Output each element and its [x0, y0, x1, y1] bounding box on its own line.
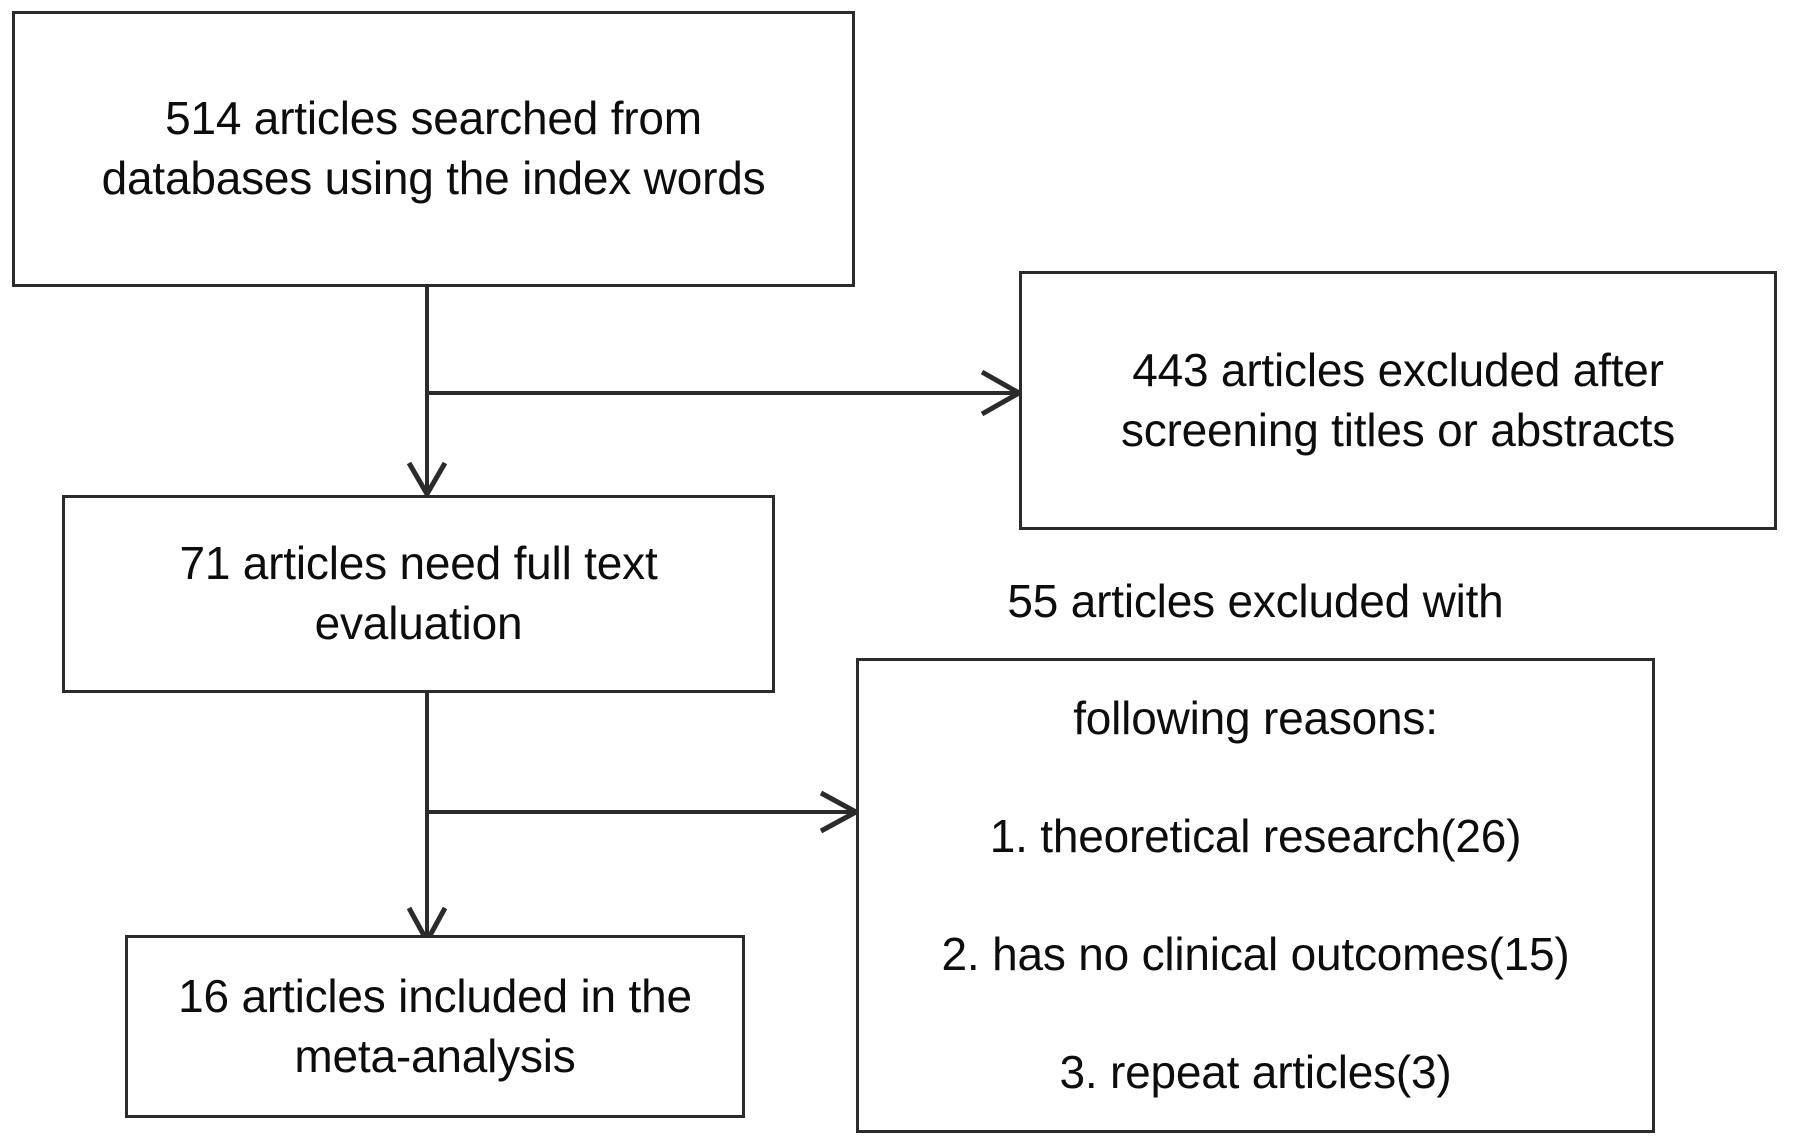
exclusion-reasons-block: 55 articles excluded with following reas… [873, 513, 1638, 1148]
exclusion-reason-item: 2. has no clinical outcomes(15) [941, 927, 1570, 980]
box-studies-included: 16 articles included in the meta-analysi… [125, 935, 745, 1118]
box-records-identified: 514 articles searched from databases usi… [12, 11, 855, 287]
box-records-excluded-fulltext: 55 articles excluded with following reas… [856, 575, 1655, 1133]
box-full-text-assessed-text: 71 articles need full text evaluation [179, 537, 658, 649]
box-studies-included-text: 16 articles included in the meta-analysi… [178, 969, 692, 1082]
box-records-identified-text: 514 articles searched from databases usi… [101, 92, 766, 204]
exclusion-reason-item: 3. repeat articles(3) [1059, 1045, 1452, 1098]
exclusion-heading-line-1: 55 articles excluded with [1007, 574, 1504, 627]
box-records-excluded-screening: 443 articles excluded after screening ti… [1019, 271, 1777, 530]
arrowhead-into-fulltext [406, 461, 448, 499]
exclusion-heading-line-2: following reasons: [1073, 692, 1438, 745]
arrowhead-into-excluded-fulltext [819, 790, 862, 834]
box-full-text-assessed: 71 articles need full text evaluation [62, 495, 775, 693]
exclusion-reason-item: 1. theoretical research(26) [989, 810, 1522, 863]
arrowhead-into-excluded-screening [980, 369, 1025, 417]
box-records-excluded-screening-text: 443 articles excluded after screening ti… [1120, 343, 1676, 456]
